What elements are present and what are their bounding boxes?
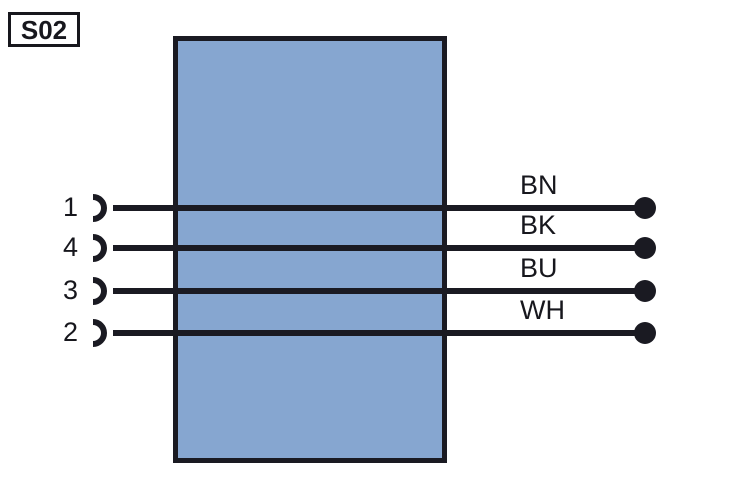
pin-number-1: 1 xyxy=(62,192,78,222)
socket-icon xyxy=(92,194,107,222)
terminal-dot-icon xyxy=(634,322,656,344)
socket-icon xyxy=(92,234,107,262)
pin-number-2: 2 xyxy=(62,317,78,347)
socket-icon xyxy=(92,277,107,305)
wire-label-bu: BU xyxy=(520,253,558,283)
wire-label-wh: WH xyxy=(520,295,565,325)
identifier-label: S02 xyxy=(20,14,68,45)
pin-number-3: 3 xyxy=(62,275,78,305)
identifier-box: S02 xyxy=(8,12,80,47)
terminal-dot-icon xyxy=(634,280,656,302)
socket-icon xyxy=(92,319,107,347)
terminal-dot-icon xyxy=(634,197,656,219)
pin-number-4: 4 xyxy=(62,232,78,262)
terminal-dot-icon xyxy=(634,237,656,259)
wire-label-bk: BK xyxy=(520,210,557,240)
wire-label-bn: BN xyxy=(520,170,558,200)
